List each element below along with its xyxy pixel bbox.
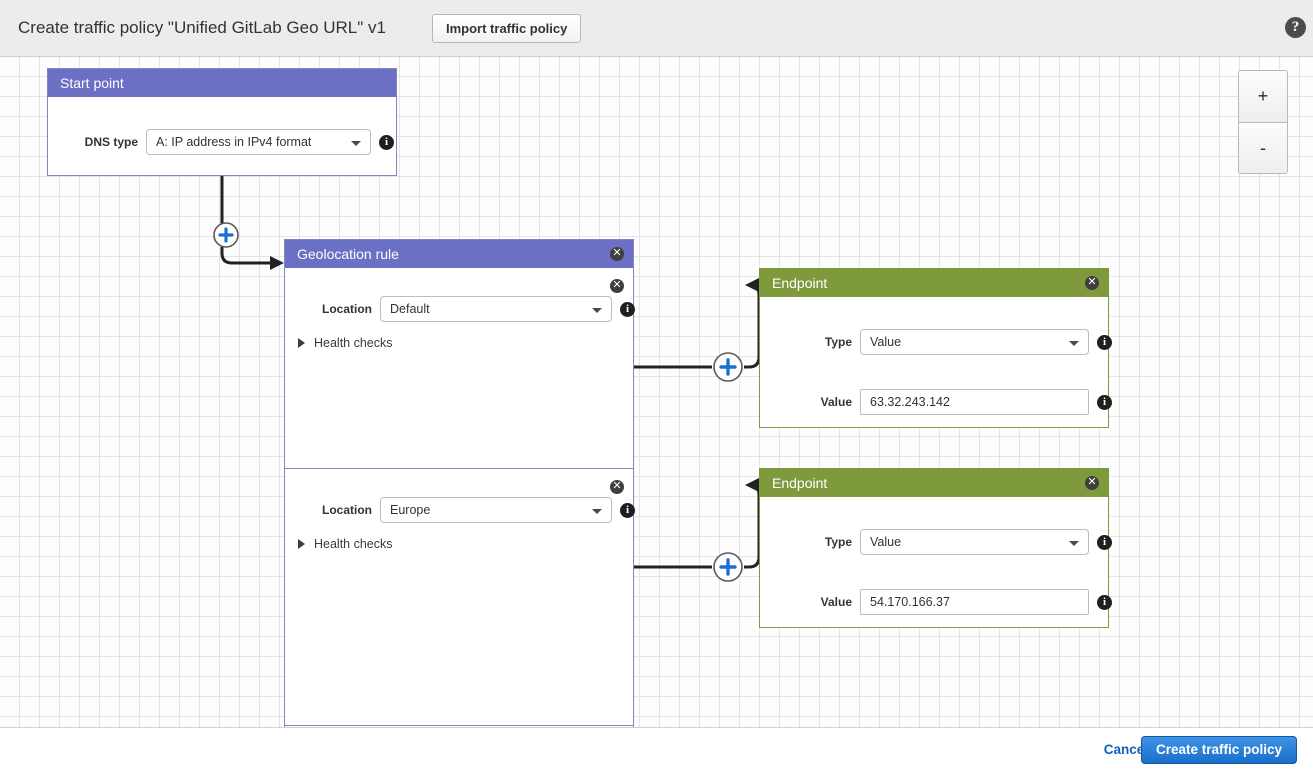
connector-plus-start — [213, 222, 239, 248]
endpoint-title: Endpoint — [772, 275, 828, 291]
remove-geo-location-icon[interactable]: ✕ — [610, 480, 624, 494]
chevron-down-icon — [592, 509, 602, 514]
endpoint-type-field-row: Type Value i — [805, 529, 1112, 555]
health-checks-label: Health checks — [314, 336, 393, 350]
location-info-icon[interactable]: i — [620, 502, 635, 518]
geolocation-rule-title: Geolocation rule — [297, 246, 399, 262]
health-checks-label: Health checks — [314, 537, 393, 551]
geolocation-rule-card[interactable]: Geolocation rule ✕ ✕ Location Default i … — [284, 239, 635, 727]
start-point-title: Start point — [60, 75, 124, 91]
endpoint-type-label: Type — [824, 335, 852, 349]
endpoint-type-info-icon[interactable]: i — [1097, 534, 1112, 550]
endpoint-value-input[interactable]: 54.170.166.37 — [860, 589, 1089, 615]
endpoint-value-text: 54.170.166.37 — [870, 595, 950, 609]
endpoint-type-select[interactable]: Value — [860, 529, 1089, 555]
location-label: Location — [322, 503, 372, 517]
dns-type-label: DNS type — [84, 135, 138, 149]
endpoint-value-label: Value — [820, 595, 852, 609]
endpoint-value-field-row: Value 54.170.166.37 i — [805, 589, 1112, 615]
endpoint-value-field-row: Value 63.32.243.142 i — [805, 389, 1112, 415]
location-info-icon[interactable]: i — [620, 301, 635, 317]
dns-type-select[interactable]: A: IP address in IPv4 format — [146, 129, 371, 155]
endpoint-type-value: Value — [870, 335, 902, 349]
endpoint-card[interactable]: Endpoint ✕ Type Value i Value 63.32.243.… — [759, 268, 1112, 428]
remove-geo-location-icon[interactable]: ✕ — [610, 279, 624, 293]
location-value: Europe — [390, 503, 431, 517]
geo-location-section: ✕ Location Default i Health checks — [285, 268, 635, 468]
policy-canvas[interactable]: Start point DNS type A: IP address in IP… — [0, 57, 1313, 727]
top-header-bar: Create traffic policy "Unified GitLab Ge… — [0, 0, 1313, 57]
dns-type-value: A: IP address in IPv4 format — [156, 135, 312, 149]
location-select[interactable]: Default — [380, 296, 612, 322]
chevron-down-icon — [351, 141, 361, 146]
triangle-right-icon — [298, 338, 305, 348]
chevron-down-icon — [592, 308, 602, 313]
dns-type-field-row: DNS type A: IP address in IPv4 format i — [70, 129, 394, 155]
import-traffic-policy-button[interactable]: Import traffic policy — [432, 14, 582, 43]
location-field-row: Location Europe i — [310, 497, 635, 523]
endpoint-type-info-icon[interactable]: i — [1097, 334, 1112, 350]
close-icon[interactable]: ✕ — [1085, 476, 1099, 490]
endpoint-type-value: Value — [870, 535, 902, 549]
start-point-card[interactable]: Start point DNS type A: IP address in IP… — [47, 68, 397, 176]
cancel-button[interactable]: Cancel — [1103, 742, 1148, 757]
close-icon[interactable]: ✕ — [610, 247, 624, 261]
endpoint-type-label: Type — [824, 535, 852, 549]
location-select[interactable]: Europe — [380, 497, 612, 523]
location-field-row: Location Default i — [310, 296, 635, 322]
endpoint-body: Type Value i Value 54.170.166.37 i — [760, 497, 1112, 627]
endpoint-value-text: 63.32.243.142 — [870, 395, 950, 409]
page-title: Create traffic policy "Unified GitLab Ge… — [18, 18, 386, 37]
create-traffic-policy-button[interactable]: Create traffic policy — [1140, 736, 1297, 764]
geo-location-section: ✕ Location Europe i Health checks — [285, 468, 635, 668]
dns-type-info-icon[interactable]: i — [379, 134, 394, 150]
chevron-down-icon — [1069, 341, 1079, 346]
start-point-header: Start point — [48, 69, 396, 97]
add-another-geo-location-button[interactable]: + Add another geo location — [285, 725, 633, 727]
endpoint-body: Type Value i Value 63.32.243.142 i — [760, 297, 1112, 427]
zoom-out-button[interactable]: - — [1239, 122, 1287, 173]
geolocation-rule-header: Geolocation rule ✕ — [285, 240, 633, 268]
endpoint-value-info-icon[interactable]: i — [1097, 594, 1112, 610]
endpoint-value-input[interactable]: 63.32.243.142 — [860, 389, 1089, 415]
close-icon[interactable]: ✕ — [1085, 276, 1099, 290]
footer-bar: Cancel Create traffic policy — [0, 727, 1313, 770]
chevron-down-icon — [1069, 541, 1079, 546]
location-label: Location — [322, 302, 372, 316]
endpoint-header: Endpoint ✕ — [760, 269, 1108, 297]
endpoint-title: Endpoint — [772, 475, 828, 491]
connector-plus-endpoint-1 — [713, 352, 743, 382]
endpoint-header: Endpoint ✕ — [760, 469, 1108, 497]
connector-plus-endpoint-2 — [713, 552, 743, 582]
endpoint-value-info-icon[interactable]: i — [1097, 394, 1112, 410]
health-checks-disclosure[interactable]: Health checks — [298, 336, 393, 350]
help-circle-icon[interactable]: ? — [1285, 17, 1306, 38]
start-point-body: DNS type A: IP address in IPv4 format i — [48, 97, 396, 175]
canvas-zoom-controls: + - — [1238, 70, 1288, 174]
endpoint-type-select[interactable]: Value — [860, 329, 1089, 355]
endpoint-type-field-row: Type Value i — [805, 329, 1112, 355]
triangle-right-icon — [298, 539, 305, 549]
location-value: Default — [390, 302, 430, 316]
zoom-in-button[interactable]: + — [1239, 71, 1287, 122]
health-checks-disclosure[interactable]: Health checks — [298, 537, 393, 551]
endpoint-value-label: Value — [820, 395, 852, 409]
endpoint-card[interactable]: Endpoint ✕ Type Value i Value 54.170.166… — [759, 468, 1112, 628]
